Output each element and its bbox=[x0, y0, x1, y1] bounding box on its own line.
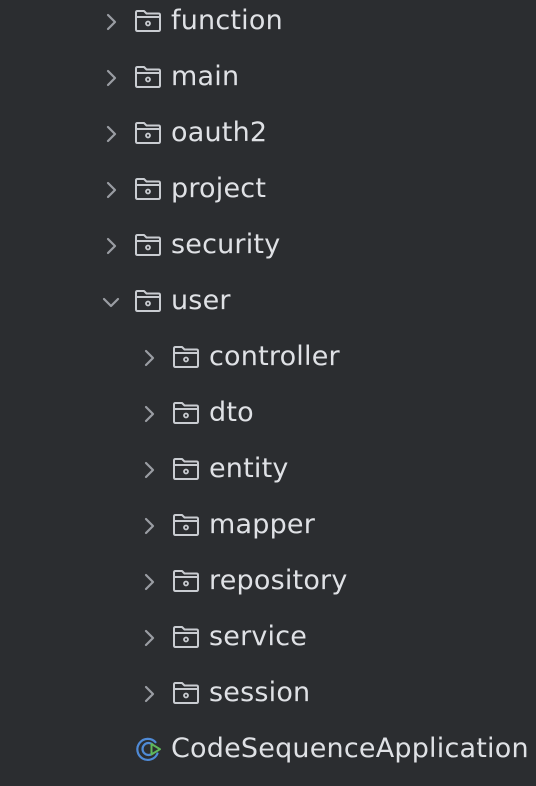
chevron-right-icon[interactable] bbox=[137, 402, 161, 426]
chevron-right-icon[interactable] bbox=[137, 458, 161, 482]
tree-item-label: function bbox=[171, 5, 283, 36]
tree-item-entity[interactable]: entity bbox=[0, 444, 536, 500]
chevron-right-icon[interactable] bbox=[99, 10, 123, 34]
tree-item-label: CodeSequenceApplication bbox=[171, 733, 529, 764]
chevron-right-icon[interactable] bbox=[137, 682, 161, 706]
tree-item-label: repository bbox=[209, 565, 348, 596]
tree-item-label: mapper bbox=[209, 509, 316, 540]
tree-item-label: user bbox=[171, 285, 231, 316]
tree-item-function[interactable]: function bbox=[0, 0, 536, 52]
tree-item-code-sequence-application[interactable]: CodeSequenceApplication bbox=[0, 724, 536, 780]
folder-icon bbox=[173, 402, 199, 424]
folder-icon bbox=[135, 178, 161, 200]
tree-item-project[interactable]: project bbox=[0, 164, 536, 220]
tree-item-label: project bbox=[171, 173, 267, 204]
tree-item-label: session bbox=[209, 677, 311, 708]
tree-item-label: service bbox=[209, 621, 308, 652]
tree-item-service[interactable]: service bbox=[0, 612, 536, 668]
folder-icon bbox=[173, 570, 199, 592]
chevron-right-icon[interactable] bbox=[99, 234, 123, 258]
folder-icon bbox=[135, 234, 161, 256]
folder-icon bbox=[135, 66, 161, 88]
tree-item-label: entity bbox=[209, 453, 289, 484]
folder-icon bbox=[135, 10, 161, 32]
tree-item-dto[interactable]: dto bbox=[0, 388, 536, 444]
folder-icon bbox=[173, 682, 199, 704]
tree-item-label: dto bbox=[209, 397, 254, 428]
tree-item-user[interactable]: user bbox=[0, 276, 536, 332]
tree-item-security[interactable]: security bbox=[0, 220, 536, 276]
folder-icon bbox=[173, 458, 199, 480]
tree-item-label: oauth2 bbox=[171, 117, 268, 148]
tree-item-session[interactable]: session bbox=[0, 668, 536, 724]
folder-icon bbox=[173, 626, 199, 648]
folder-icon bbox=[135, 290, 161, 312]
folder-icon bbox=[173, 346, 199, 368]
spring-boot-class-icon bbox=[136, 737, 161, 761]
chevron-right-icon[interactable] bbox=[99, 66, 123, 90]
chevron-right-icon[interactable] bbox=[137, 626, 161, 650]
chevron-right-icon[interactable] bbox=[99, 178, 123, 202]
tree-item-label: controller bbox=[209, 341, 340, 372]
chevron-right-icon[interactable] bbox=[137, 346, 161, 370]
tree-item-label: main bbox=[171, 61, 240, 92]
tree-item-oauth2[interactable]: oauth2 bbox=[0, 108, 536, 164]
chevron-right-icon[interactable] bbox=[99, 122, 123, 146]
tree-item-label: security bbox=[171, 229, 281, 260]
tree-item-controller[interactable]: controller bbox=[0, 332, 536, 388]
folder-icon bbox=[173, 514, 199, 536]
chevron-down-icon[interactable] bbox=[99, 290, 123, 314]
tree-item-main[interactable]: main bbox=[0, 52, 536, 108]
tree-item-repository[interactable]: repository bbox=[0, 556, 536, 612]
chevron-right-icon[interactable] bbox=[137, 570, 161, 594]
chevron-right-icon[interactable] bbox=[137, 514, 161, 538]
folder-icon bbox=[135, 122, 161, 144]
tree-item-mapper[interactable]: mapper bbox=[0, 500, 536, 556]
